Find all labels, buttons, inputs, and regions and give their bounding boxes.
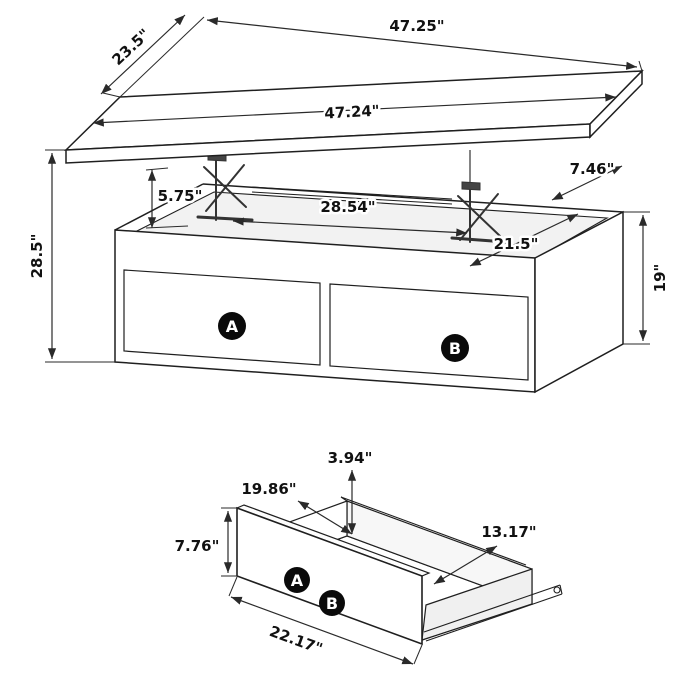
- lift-top-mount: [461, 181, 481, 191]
- dimension-line: [92, 93, 617, 127]
- drawer-right-wall: [421, 568, 533, 641]
- dim-front-height: 7.76": [172, 507, 237, 577]
- extension-line: [638, 60, 643, 72]
- dim-drawer-width-label: 22.17": [267, 622, 325, 658]
- extension-line: [102, 92, 121, 98]
- extension-line: [413, 644, 423, 665]
- drawer-a-letter: A: [291, 571, 304, 590]
- drawer-a-circle: [218, 312, 246, 340]
- dim-top-rim-depth: 7.46": [551, 158, 623, 201]
- dim-overall-height: 28.5": [26, 149, 115, 363]
- dim-lift-height-label: 5.75": [158, 187, 203, 205]
- dim-inner-depth-label: 21.5": [494, 235, 539, 253]
- lift-arm: [205, 164, 245, 212]
- drawer-b-circle: [441, 334, 469, 362]
- drawer-view: A B 3.94" 19.86" 13.17" 7.76": [172, 447, 563, 665]
- dim-top-surface-width-label: 47.24": [324, 102, 380, 123]
- drawer-slide-rail: [423, 584, 563, 642]
- dim-top-depth-label: 23.5": [108, 25, 153, 69]
- dimension-line: [297, 500, 353, 535]
- lift-platform-edge-2: [251, 191, 453, 205]
- main-view: A B 47.25" 23.5" 47.24" 5.75": [26, 14, 672, 394]
- dim-lift-height: 5.75": [145, 167, 205, 229]
- dim-drawer-inner-depth: 13.17": [433, 521, 539, 585]
- drawer-b-letter: B: [326, 594, 338, 613]
- drawer-a-circle: [284, 567, 310, 593]
- dim-front-height-label: 7.76": [175, 537, 220, 555]
- drawer-b-letter: B: [449, 339, 461, 358]
- extension-line: [228, 576, 238, 597]
- dim-top-surface-width: 47.24": [92, 93, 617, 127]
- base-rim-left-edge: [114, 183, 204, 231]
- dim-top-width-label: 47.25": [389, 17, 444, 35]
- drawer-a-marker: A: [284, 567, 310, 593]
- drawer-b-marker: B: [319, 590, 345, 616]
- drawer-back-wall-top-edge: [340, 496, 527, 566]
- dimension-line: [230, 596, 414, 665]
- dim-side-height: 3.94": [325, 447, 375, 534]
- drawer-box: [235, 496, 534, 646]
- rail-lower-edge: [425, 593, 563, 642]
- dimension-line: [206, 17, 638, 70]
- drawer-a-marker: A: [218, 312, 246, 340]
- dim-inner-width: 28.54": [232, 196, 468, 237]
- dimension-line: [232, 217, 468, 237]
- drawer-a-letter: A: [226, 317, 239, 336]
- dim-top-rim-depth-label: 7.46": [570, 160, 615, 178]
- drawer-b-front-panel: [329, 283, 529, 381]
- dim-overall-height-label: 28.5": [28, 234, 46, 279]
- drawer-b-marker: B: [441, 334, 469, 362]
- dimension-line: [469, 213, 579, 267]
- dim-inner-width-label: 28.54": [320, 198, 375, 216]
- rail-roller-wheel: [553, 586, 561, 594]
- dim-side-height-label: 3.94": [328, 449, 373, 467]
- dimension-line: [433, 545, 498, 585]
- rail-upper-edge: [423, 584, 561, 633]
- lift-platform-edge: [251, 186, 453, 200]
- dim-inner-depth: 21.5": [469, 213, 579, 267]
- dim-base-height-label: 19": [651, 264, 669, 293]
- extension-line: [145, 167, 169, 171]
- dim-drawer-inner-width-label: 19.86": [241, 480, 296, 498]
- table-base: [114, 150, 624, 394]
- dim-drawer-inner-width: 19.86": [239, 478, 353, 535]
- dimension-line: [100, 14, 186, 95]
- dim-base-height: 19": [623, 211, 672, 345]
- dim-drawer-inner-depth-label: 13.17": [481, 523, 536, 541]
- rail-end-cap: [559, 584, 563, 595]
- dimension-line: [551, 165, 623, 201]
- dim-top-depth: 23.5": [100, 14, 186, 98]
